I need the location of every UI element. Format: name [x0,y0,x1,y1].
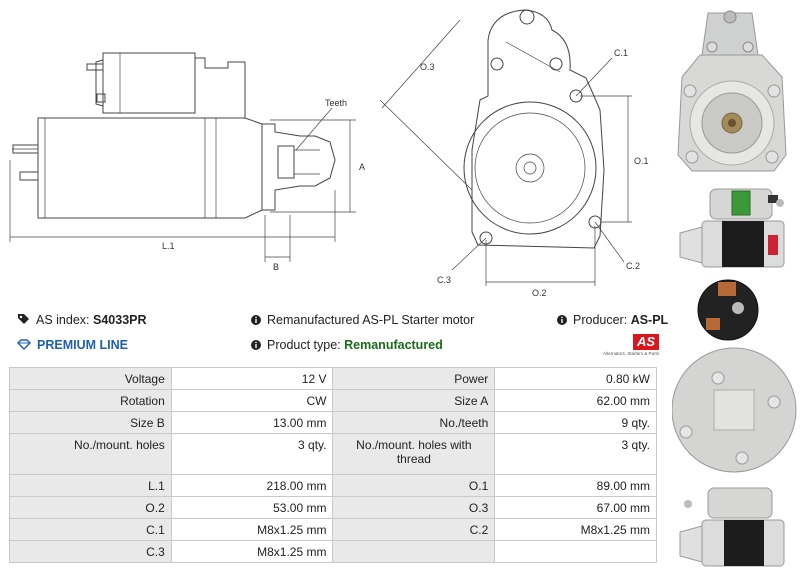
premium-line: PREMIUM LINE [17,338,128,353]
logo-tagline: Alternators, Starters & Parts [602,351,659,356]
spec-value: 3 qty. [494,433,657,475]
spec-value: 67.00 mm [494,496,657,519]
diamond-icon [17,339,31,353]
spec-label: Rotation [9,389,172,412]
label-o2: O.2 [532,288,547,298]
spec-label [332,540,496,563]
label-teeth: Teeth [325,98,347,108]
product-type-label: Product type: [267,338,341,352]
label-l1: L.1 [162,241,175,251]
label-o3: O.3 [420,62,435,72]
spec-value: 53.00 mm [170,496,334,519]
spec-label: Power [332,367,496,390]
product-photo-rear [672,279,797,473]
spec-label: C.3 [9,540,172,563]
label-c3: C.3 [437,275,451,285]
producer-label: Producer: [573,313,628,327]
label-o1: O.1 [634,156,649,166]
info-icon [251,314,261,328]
spec-label: Size A [332,389,496,412]
premium-line-label: PREMIUM LINE [37,338,128,352]
spec-label: O.2 [9,496,172,519]
tag-icon [17,313,30,328]
spec-value: 3 qty. [170,433,334,475]
spec-label: C.1 [9,518,172,541]
spec-value: M8x1.25 mm [170,540,334,563]
spec-value: 89.00 mm [494,474,657,497]
logo-mark: AS [632,334,659,350]
label-c2: C.2 [626,261,640,271]
product-photo-side-1 [679,188,785,268]
spec-label: O.1 [332,474,496,497]
spec-label: No./mount. holes with thread [332,433,496,475]
spec-value: 62.00 mm [494,389,657,412]
producer-logo: AS Alternators, Starters & Parts [593,333,659,356]
producer-value: AS-PL [630,313,669,327]
label-a: A [359,162,365,172]
spec-value: M8x1.25 mm [170,518,334,541]
spec-label: Size B [9,411,172,434]
product-type-value: Remanufactured [344,338,443,352]
spec-value [494,540,657,563]
spec-value: CW [170,389,334,412]
label-c1: C.1 [614,48,628,58]
label-b: B [273,262,279,272]
as-index-value: S4033PR [93,313,147,327]
spec-label: O.3 [332,496,496,519]
side-view-drawing [9,52,356,262]
spec-label: No./mount. holes [9,433,172,475]
spec-value: 9 qty. [494,411,657,434]
info-icon [251,339,261,353]
info-icon [557,314,567,328]
product-photo-front [677,10,787,172]
description: Remanufactured AS-PL Starter motor [251,313,474,328]
product-type: Product type: Remanufactured [251,338,443,353]
spec-value: 0.80 kW [494,367,657,390]
as-index-label: AS index: [36,313,90,327]
flange-view-drawing [379,9,632,286]
spec-label: No./teeth [332,411,496,434]
spec-value: 218.00 mm [170,474,334,497]
as-index: AS index: S4033PR [17,313,147,328]
spec-value: 12 V [170,367,334,390]
spec-label: C.2 [332,518,496,541]
spec-value: M8x1.25 mm [494,518,657,541]
producer: Producer: AS-PL [557,313,668,328]
spec-value: 13.00 mm [170,411,334,434]
spec-label: L.1 [9,474,172,497]
description-text: Remanufactured AS-PL Starter motor [267,313,475,327]
technical-drawing: Teeth A L.1 B O.3 C.1 O.1 C.2 C.3 O.2 [9,9,649,298]
product-photo-side-2 [679,487,785,567]
spec-label: Voltage [9,367,172,390]
